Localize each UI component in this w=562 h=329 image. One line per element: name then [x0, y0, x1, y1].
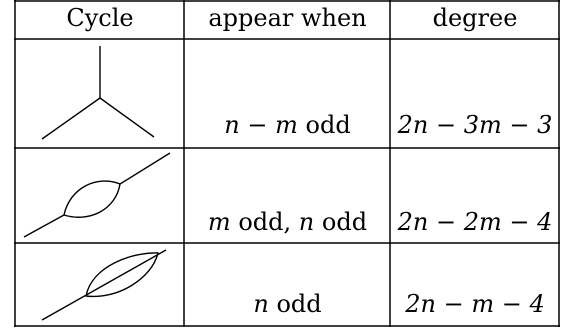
header-cycle: Cycle	[66, 4, 134, 32]
table-grid	[14, 0, 560, 327]
line-through-lens-diagram	[41, 249, 167, 321]
row2-appear-when: m odd, n odd	[207, 208, 368, 236]
line-with-bubble-diagram	[23, 152, 171, 238]
row1-degree: 2n − 3m − 3	[397, 111, 553, 139]
header-appear-when: appear when	[208, 4, 367, 32]
row3-degree: 2n − m − 4	[405, 290, 545, 318]
header-degree: degree	[432, 4, 518, 32]
row2-degree: 2n − 2m − 4	[397, 208, 553, 236]
row1-appear-when: n − m odd	[224, 111, 351, 139]
row3-appear-when: n odd	[253, 290, 322, 318]
cycle-table: Cycle appear when degree n − m odd 2n − …	[14, 0, 560, 327]
three-edge-vertex-diagram	[41, 46, 155, 140]
